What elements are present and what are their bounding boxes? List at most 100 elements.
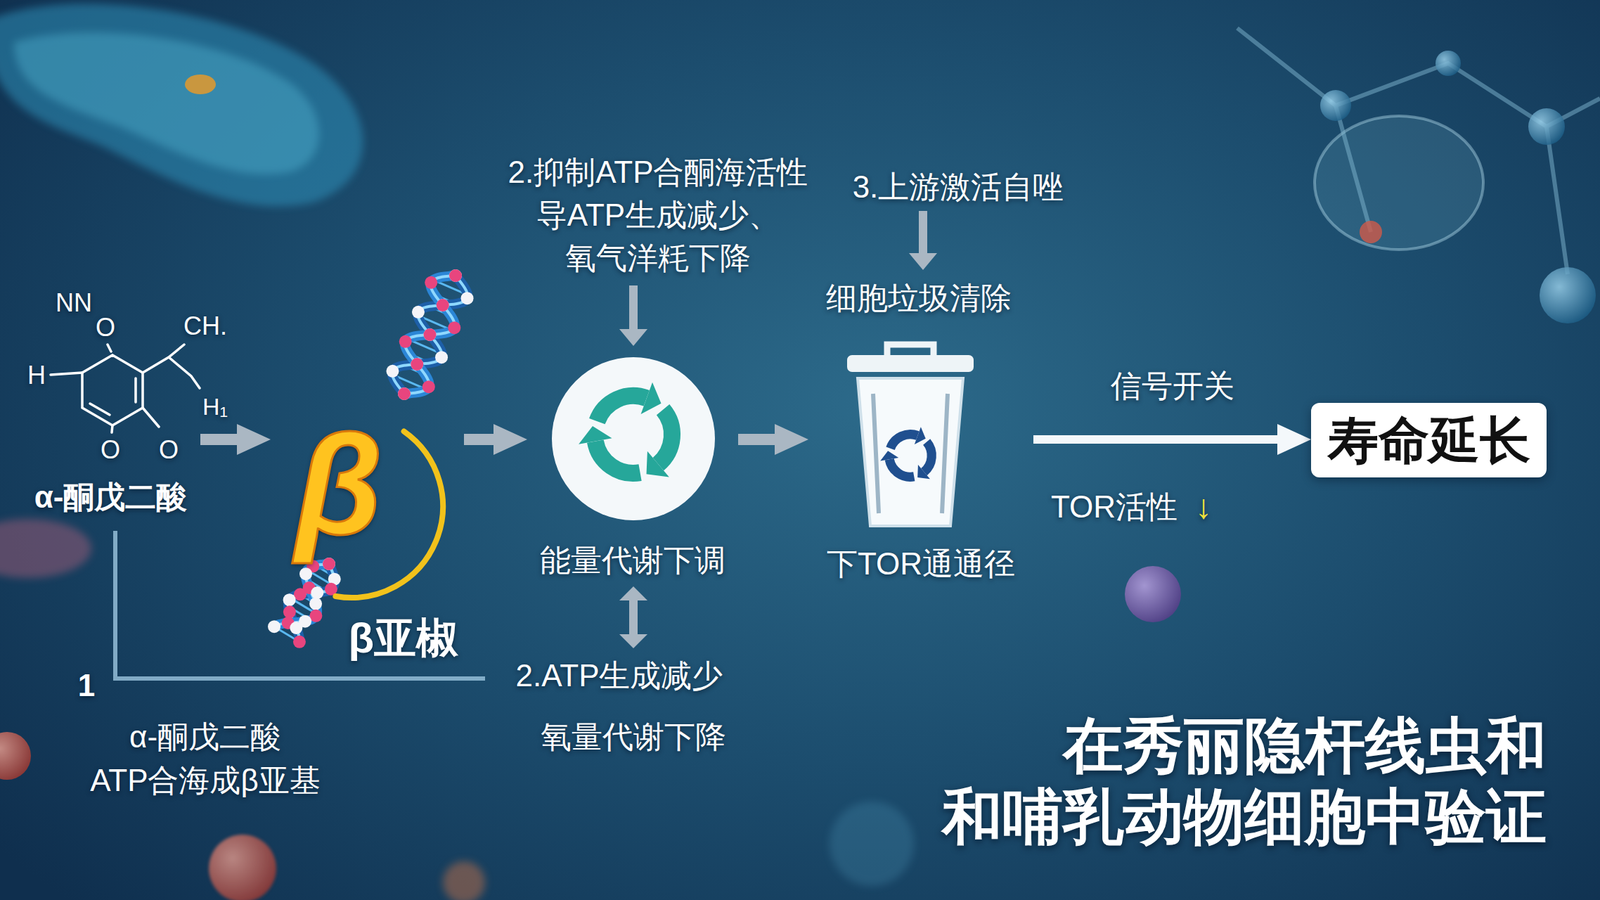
helix-atom [410, 357, 424, 371]
helix-highlight [288, 563, 335, 642]
purple-cell [1124, 565, 1182, 623]
recycle-arc [913, 442, 940, 474]
molecule-atom [1539, 267, 1596, 324]
helix-atom [397, 387, 411, 400]
recycle-arc [890, 434, 919, 449]
recycle-arrow [631, 409, 698, 486]
helix-atom [283, 593, 296, 606]
recycle-head [914, 426, 926, 445]
bin-recycle [878, 426, 946, 488]
step-note: α-酮戊二酸 ATP合海成β亚基 [50, 714, 360, 803]
protein-helix [267, 269, 474, 649]
helix-atom [385, 364, 399, 378]
helix-atom [283, 605, 296, 618]
node-label: β亚椒 [347, 613, 459, 664]
bin-body [857, 378, 964, 526]
bond-lines [50, 344, 200, 433]
step-note: 2.ATP生成减少 [515, 657, 723, 695]
organelle-blob [0, 3, 363, 206]
cell-ball [442, 861, 486, 900]
recycle-arrow [908, 442, 946, 484]
helix-atom [322, 557, 336, 571]
trash-bin-icon [847, 344, 974, 526]
helix-atom [461, 291, 474, 305]
helix-strand [404, 275, 456, 394]
callout-number: 1 [78, 667, 95, 705]
step-note: 细胞垃圾清除 [826, 279, 1012, 318]
recycle-head [574, 420, 613, 455]
chemical-structure [50, 344, 200, 433]
double-arrow-head [619, 586, 648, 601]
helix-atom [410, 357, 424, 371]
recycle-arc [638, 409, 686, 466]
edge-label: 信号开关 [1110, 365, 1235, 408]
cell-ball [829, 801, 914, 886]
flow-arrow [738, 433, 788, 445]
helix-atom [299, 567, 313, 580]
helix-atom [435, 350, 448, 364]
atom-symbol: H [27, 359, 46, 391]
helix-atom [309, 609, 322, 623]
flow-arrow [463, 433, 507, 445]
benzene-ring [82, 355, 143, 426]
recycle-head [878, 447, 899, 467]
step-note: 3.上游激活自唑 [852, 168, 1065, 206]
down-arrow-shaft [918, 210, 928, 255]
helix-atom [423, 328, 437, 341]
result-box: 寿命延长 [1311, 402, 1547, 478]
glass-cell [1314, 115, 1484, 250]
molecule-atom [1359, 220, 1383, 244]
metabolism-node: 能量代谢下调 [527, 355, 739, 584]
helix-highlight [404, 275, 456, 394]
double-bond [89, 378, 136, 415]
helix-atom [397, 387, 411, 400]
molecule-bonds [1237, 28, 1600, 275]
bin-slats [873, 393, 948, 514]
recycle-head [912, 464, 933, 483]
helix-atom [447, 321, 461, 334]
recycle-arrow [574, 416, 641, 493]
step-note: 氧量代谢下降 [540, 718, 727, 756]
helix-atom [436, 298, 450, 312]
atom-symbol: CH. [183, 310, 228, 341]
bin-lid [847, 355, 974, 372]
atom-symbol: O [158, 434, 179, 465]
helix-atom [449, 269, 462, 282]
cell-blob [0, 518, 92, 578]
atom-symbol: O [100, 434, 121, 465]
molecule-atom [1528, 108, 1565, 145]
pointer-arrows [619, 210, 938, 649]
helix-atom [422, 380, 436, 393]
double-arrow-head [619, 634, 648, 649]
helix-strand [288, 563, 335, 642]
node-label: 下TOR通通径 [826, 545, 1016, 583]
helix-atom [399, 335, 412, 348]
molecule-atom [1320, 89, 1352, 121]
helix-atom [293, 587, 307, 601]
recycle-arrow [878, 445, 915, 488]
recycle-head [641, 382, 662, 415]
node-label: α-酮戊二酸 [34, 478, 188, 516]
signal-note: TOR活性 [1050, 488, 1178, 526]
down-symbol: ↓ [1195, 486, 1212, 528]
down-arrow-shaft [629, 285, 638, 331]
molecule-atom [1435, 50, 1461, 76]
atom-symbol: H₁ [202, 392, 228, 422]
down-arrow-head [619, 328, 648, 346]
step-note: 2.抑制ATP合酮海活性 导ATP生成减少、 氧气洋粍下降 [489, 150, 827, 280]
recycle-arc [596, 395, 647, 422]
cell-ball [208, 834, 277, 900]
recycle-circle [551, 357, 715, 521]
atom-symbol: NN [55, 287, 93, 318]
recycle-icon [574, 382, 697, 493]
down-arrow-head [908, 253, 938, 270]
recycle-arrow [890, 426, 926, 449]
cell-ball [0, 731, 31, 780]
helix-atom [289, 621, 303, 635]
helix-atom [449, 269, 462, 282]
helix-atom [436, 298, 450, 312]
helix-atom [293, 635, 306, 649]
caption: 在秀丽隐杆线虫和 和哺乳动物细胞中验证 [885, 710, 1547, 853]
helix-atom [309, 597, 322, 611]
helix-atom [424, 276, 438, 289]
